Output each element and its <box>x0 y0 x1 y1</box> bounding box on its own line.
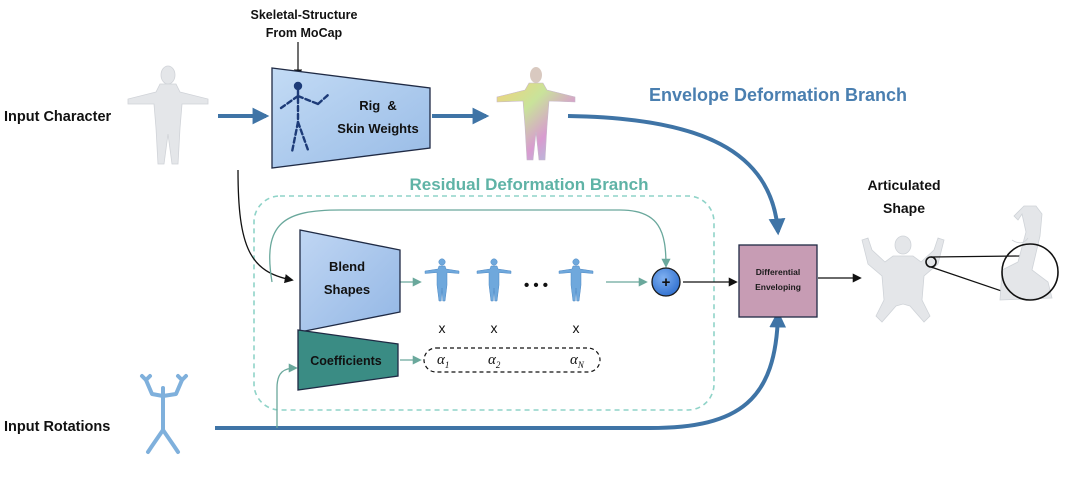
arm-zoom-figure <box>999 205 1053 301</box>
blend-shapes-label-line1: Blend <box>329 259 365 274</box>
envelope-branch-label: Envelope Deformation Branch <box>649 85 907 105</box>
arrow-character-to-blend <box>237 169 294 284</box>
differential-label-line2: Enveloping <box>755 282 801 292</box>
alpha-n: αN <box>570 352 585 370</box>
sum-plus-sign: + <box>662 274 671 291</box>
input-character-figure <box>127 65 209 165</box>
rig-skin-weights-box <box>271 67 431 169</box>
input-character-label: Input Character <box>4 109 112 125</box>
alpha-1: α1 <box>437 352 449 370</box>
zoom-detail-circle <box>1001 243 1059 301</box>
zoom-line-top <box>930 255 1021 258</box>
multiply-sign-3: x <box>573 320 580 336</box>
ellipsis-dots: • • • <box>524 277 548 294</box>
blend-shapes-label-line2: Shapes <box>324 282 370 297</box>
blend-shape-figure <box>558 258 594 302</box>
skinned-character-figure <box>496 67 576 161</box>
input-rotations-skeleton-figure <box>140 374 188 454</box>
arrow-bypass-to-sum <box>269 209 671 283</box>
blend-shape-figure <box>476 258 512 302</box>
blend-shapes-box <box>299 229 401 333</box>
skeletal-structure-label-line2: From MoCap <box>266 26 343 40</box>
articulated-label-line2: Shape <box>883 200 925 216</box>
differential-enveloping-box <box>738 244 818 318</box>
multiply-sign-1: x <box>439 320 446 336</box>
multiply-sign-2: x <box>491 320 498 336</box>
sum-node <box>651 267 681 297</box>
differential-label-line1: Differential <box>756 267 800 277</box>
coefficient-vector <box>423 347 601 373</box>
skeletal-structure-label-line1: Skeletal-Structure <box>251 8 358 22</box>
rig-label-line2: Skin Weights <box>337 121 418 136</box>
arrow-rotations-to-differential <box>215 310 787 430</box>
coefficients-box <box>297 329 399 391</box>
input-rotations-label: Input Rotations <box>4 419 110 435</box>
residual-branch-label: Residual Deformation Branch <box>410 175 649 194</box>
coefficients-label: Coefficients <box>310 354 382 368</box>
arrow-envelope-to-differential <box>567 114 786 236</box>
rig-label-line1: Rig & <box>359 98 397 113</box>
arrow-rotations-to-coefficients <box>276 363 298 428</box>
alpha-2: α2 <box>488 352 501 370</box>
articulated-label-line1: Articulated <box>867 177 940 193</box>
residual-branch-region <box>253 195 715 411</box>
blend-shape-figure <box>424 258 460 302</box>
articulated-shape-figure <box>861 235 945 323</box>
skeleton-figure <box>279 81 330 154</box>
